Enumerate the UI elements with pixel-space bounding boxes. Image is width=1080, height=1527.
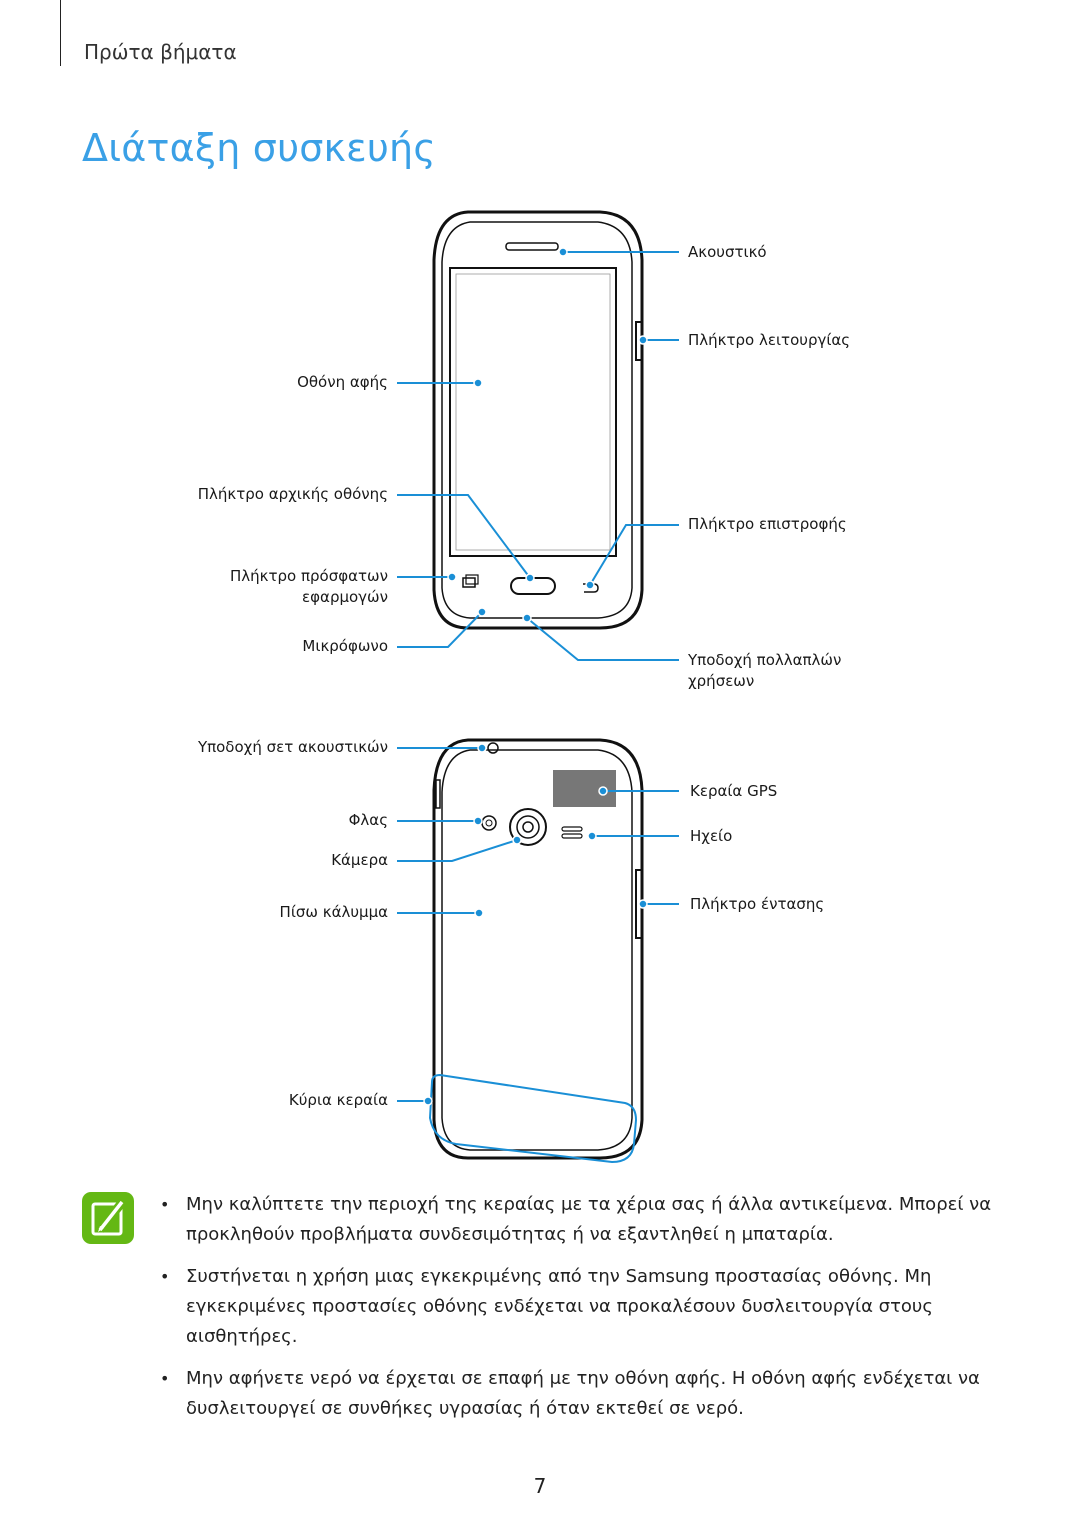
section-title: Πρώτα βήματα (84, 40, 237, 64)
label-multipurpose-jack-1: Υποδοχή πολλαπλών (688, 651, 842, 669)
notes-list: Μην καλύπτετε την περιοχή της κεραίας με… (160, 1190, 1000, 1436)
note-item: Μην καλύπτετε την περιοχή της κεραίας με… (160, 1190, 1000, 1250)
callout-lines (397, 251, 679, 1164)
label-power-key: Πλήκτρο λειτουργίας (688, 331, 851, 349)
label-speaker: Ηχείο (690, 827, 733, 845)
label-earpiece: Ακουστικό (688, 243, 767, 261)
label-touchscreen: Οθόνη αφής (297, 373, 388, 391)
callout-dots (423, 247, 648, 1106)
label-flash: Φλας (348, 811, 388, 829)
note-item: Μην αφήνετε νερό να έρχεται σε επαφή με … (160, 1364, 1000, 1424)
header-rule (60, 0, 61, 66)
label-recent-apps-key-2: εφαρμογών (302, 588, 388, 606)
label-back-key: Πλήκτρο επιστροφής (688, 515, 847, 533)
label-gps-antenna: Κεραία GPS (690, 782, 778, 800)
label-microphone: Μικρόφωνο (302, 637, 388, 655)
device-layout-diagram (397, 210, 679, 1164)
note-pencil-icon (82, 1192, 134, 1244)
back-phone (432, 738, 644, 1160)
label-home-key: Πλήκτρο αρχικής οθόνης (197, 485, 388, 503)
label-main-antenna: Κύρια κεραία (288, 1091, 388, 1109)
label-back-cover: Πίσω κάλυμμα (279, 903, 388, 921)
label-multipurpose-jack-2: χρήσεων (688, 672, 755, 690)
page-title: Διάταξη συσκευής (82, 126, 436, 170)
note-item: Συστήνεται η χρήση μιας εγκεκριμένης από… (160, 1262, 1000, 1352)
label-camera: Κάμερα (331, 851, 388, 869)
page-number: 7 (533, 1474, 547, 1498)
label-headset-jack: Υποδοχή σετ ακουστικών (197, 738, 388, 756)
label-volume-key: Πλήκτρο έντασης (690, 895, 825, 913)
label-recent-apps-key-1: Πλήκτρο πρόσφατων (230, 567, 388, 585)
front-phone (432, 210, 644, 630)
